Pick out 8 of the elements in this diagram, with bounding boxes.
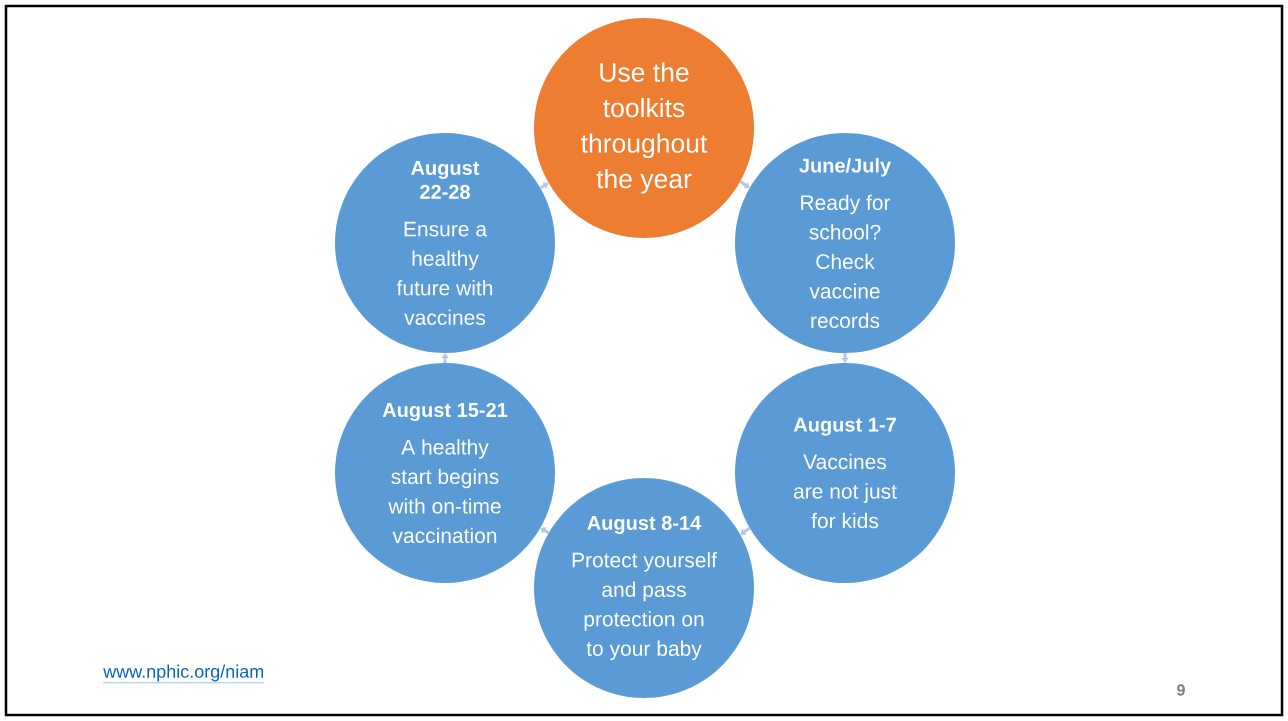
link: www.nphic.org/niam (103, 664, 265, 683)
arrow (441, 353, 449, 363)
arrow (739, 180, 750, 189)
arrow (539, 182, 549, 190)
arrow (540, 527, 550, 535)
arrow (841, 353, 849, 363)
page-number: 9 (1177, 684, 1185, 696)
arrow (740, 526, 751, 535)
